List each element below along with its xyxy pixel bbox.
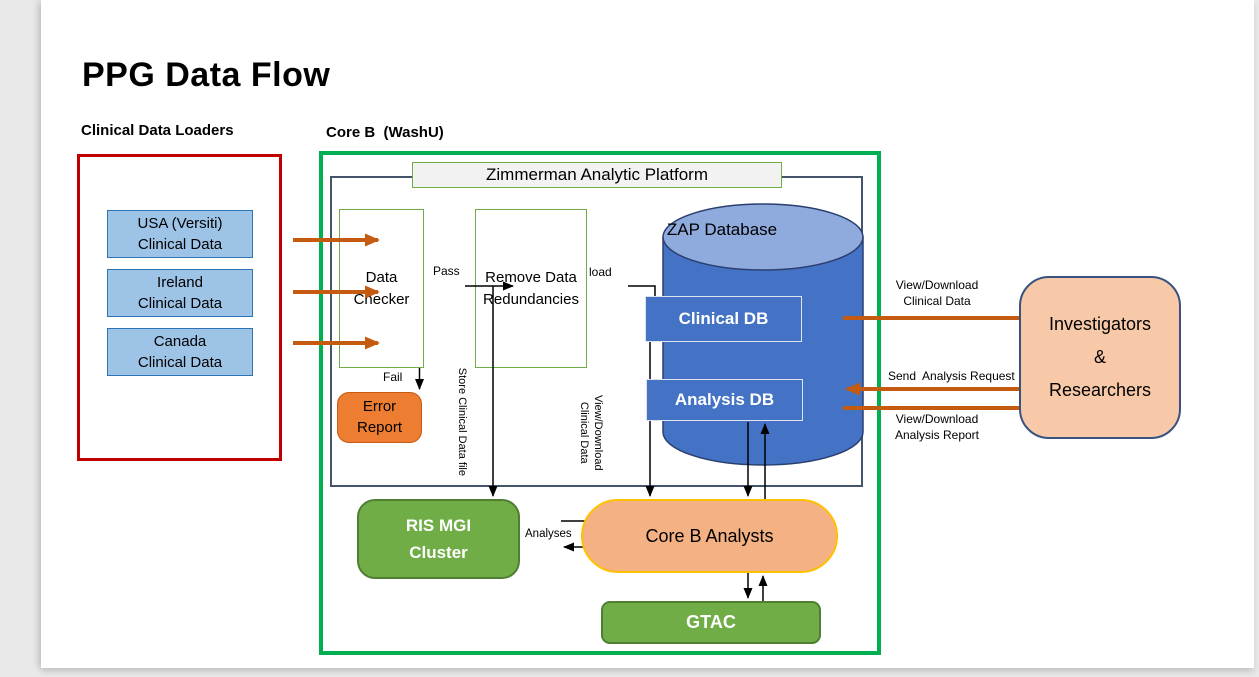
loader-ireland-box: Ireland Clinical Data <box>107 269 253 317</box>
loaders-region-label: Clinical Data Loaders <box>81 122 234 139</box>
gtac-box: GTAC <box>601 601 821 644</box>
analyses-arrow-label: Analyses <box>525 528 572 540</box>
analysis-db-box: Analysis DB <box>646 379 803 421</box>
zap-database-label: ZAP Database <box>666 220 778 239</box>
investigators-researchers-box: Investigators & Researchers <box>1019 276 1181 439</box>
send-analysis-request-label: Send Analysis Request <box>888 369 1015 383</box>
store-clinical-file-label: Store Clinical Data file <box>455 367 468 476</box>
remove-redundancies-box: Remove Data Redundancies <box>475 209 587 368</box>
ris-mgi-cluster-box: RIS MGI Cluster <box>357 499 520 579</box>
load-arrow-label: load <box>589 265 612 279</box>
core-b-region-box <box>319 151 881 655</box>
view-download-clinical-label: View/Download Clinical Data <box>895 278 979 308</box>
loader-canada-box: Canada Clinical Data <box>107 328 253 376</box>
loader-usa-box: USA (Versiti) Clinical Data <box>107 210 253 258</box>
clinical-db-box: Clinical DB <box>645 296 802 342</box>
view-download-report-label: View/Download Analysis Report <box>894 412 980 442</box>
view-download-clinical-vertical-label: View/Download Clinical Data <box>578 394 604 471</box>
page-title: PPG Data Flow <box>82 56 331 94</box>
error-report-box: Error Report <box>337 392 422 443</box>
fail-arrow-label: Fail <box>383 370 403 384</box>
loaders-region-box <box>77 154 282 461</box>
platform-title: Zimmerman Analytic Platform <box>412 162 782 188</box>
core-b-region-label: Core B (WashU) <box>326 124 444 141</box>
core-b-analysts-box: Core B Analysts <box>581 499 838 573</box>
data-checker-box: Data Checker <box>339 209 424 368</box>
pass-arrow-label: Pass <box>433 264 460 278</box>
